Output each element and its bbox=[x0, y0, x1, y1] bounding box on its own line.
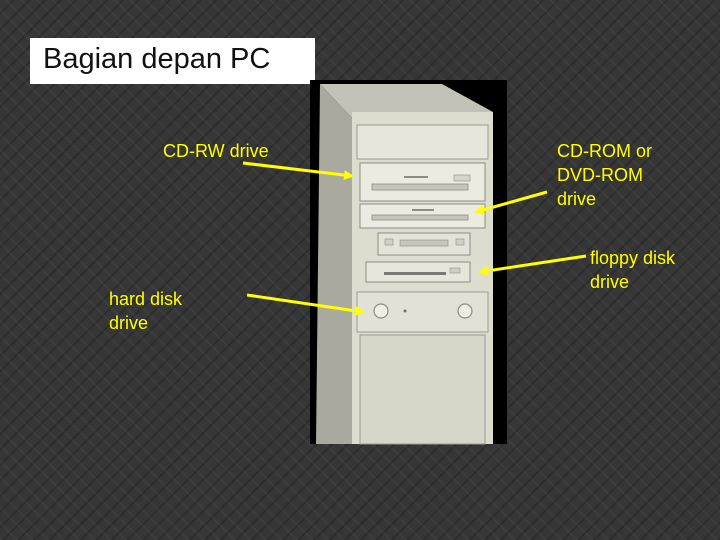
slide-title: Bagian depan PC bbox=[43, 43, 271, 75]
blank-bay-top bbox=[356, 124, 489, 160]
title-box: Bagian depan PC bbox=[30, 38, 315, 84]
lower-panel bbox=[359, 334, 486, 445]
label-cd-rw-drive: CD-RW drive bbox=[163, 141, 269, 161]
arrow-hard-disk bbox=[246, 293, 365, 316]
reset-button bbox=[457, 303, 473, 319]
power-button bbox=[373, 303, 389, 319]
small-drive-bay bbox=[377, 232, 471, 256]
case-top bbox=[320, 84, 493, 118]
label-hard-disk-drive: hard disk drive bbox=[109, 289, 183, 333]
case-side bbox=[316, 84, 352, 444]
label-floppy-disk-drive: floppy disk drive bbox=[590, 248, 676, 292]
arrow-cd-rw bbox=[242, 161, 354, 181]
arrow-floppy bbox=[478, 254, 587, 276]
label-cd-rom-drive: CD-ROM or DVD-ROM drive bbox=[557, 141, 652, 209]
button-panel bbox=[356, 291, 489, 333]
floppy-drive bbox=[365, 261, 471, 283]
pc-tower-image bbox=[316, 84, 493, 445]
cd-rw-drive bbox=[359, 162, 486, 202]
cd-rom-drive bbox=[359, 203, 486, 229]
arrow-cd-rom bbox=[474, 190, 548, 215]
